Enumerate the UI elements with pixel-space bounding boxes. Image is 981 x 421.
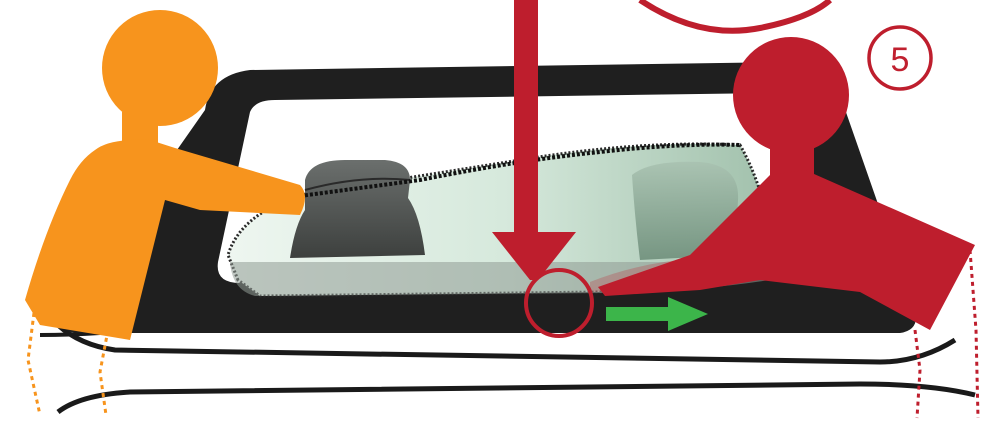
person-red-icon — [598, 37, 980, 419]
glass-zipper-edge — [299, 142, 741, 198]
person-orange-icon — [25, 10, 305, 416]
top-circle-fragment — [638, 0, 833, 34]
seat-left — [290, 160, 425, 258]
arrow-down-icon — [492, 0, 576, 280]
circle-highlight-icon — [524, 268, 594, 338]
car-body-lines — [39, 323, 976, 415]
step-number: 5 — [891, 41, 910, 79]
arrow-right-icon — [606, 297, 708, 331]
step-badge: 5 — [867, 25, 933, 91]
